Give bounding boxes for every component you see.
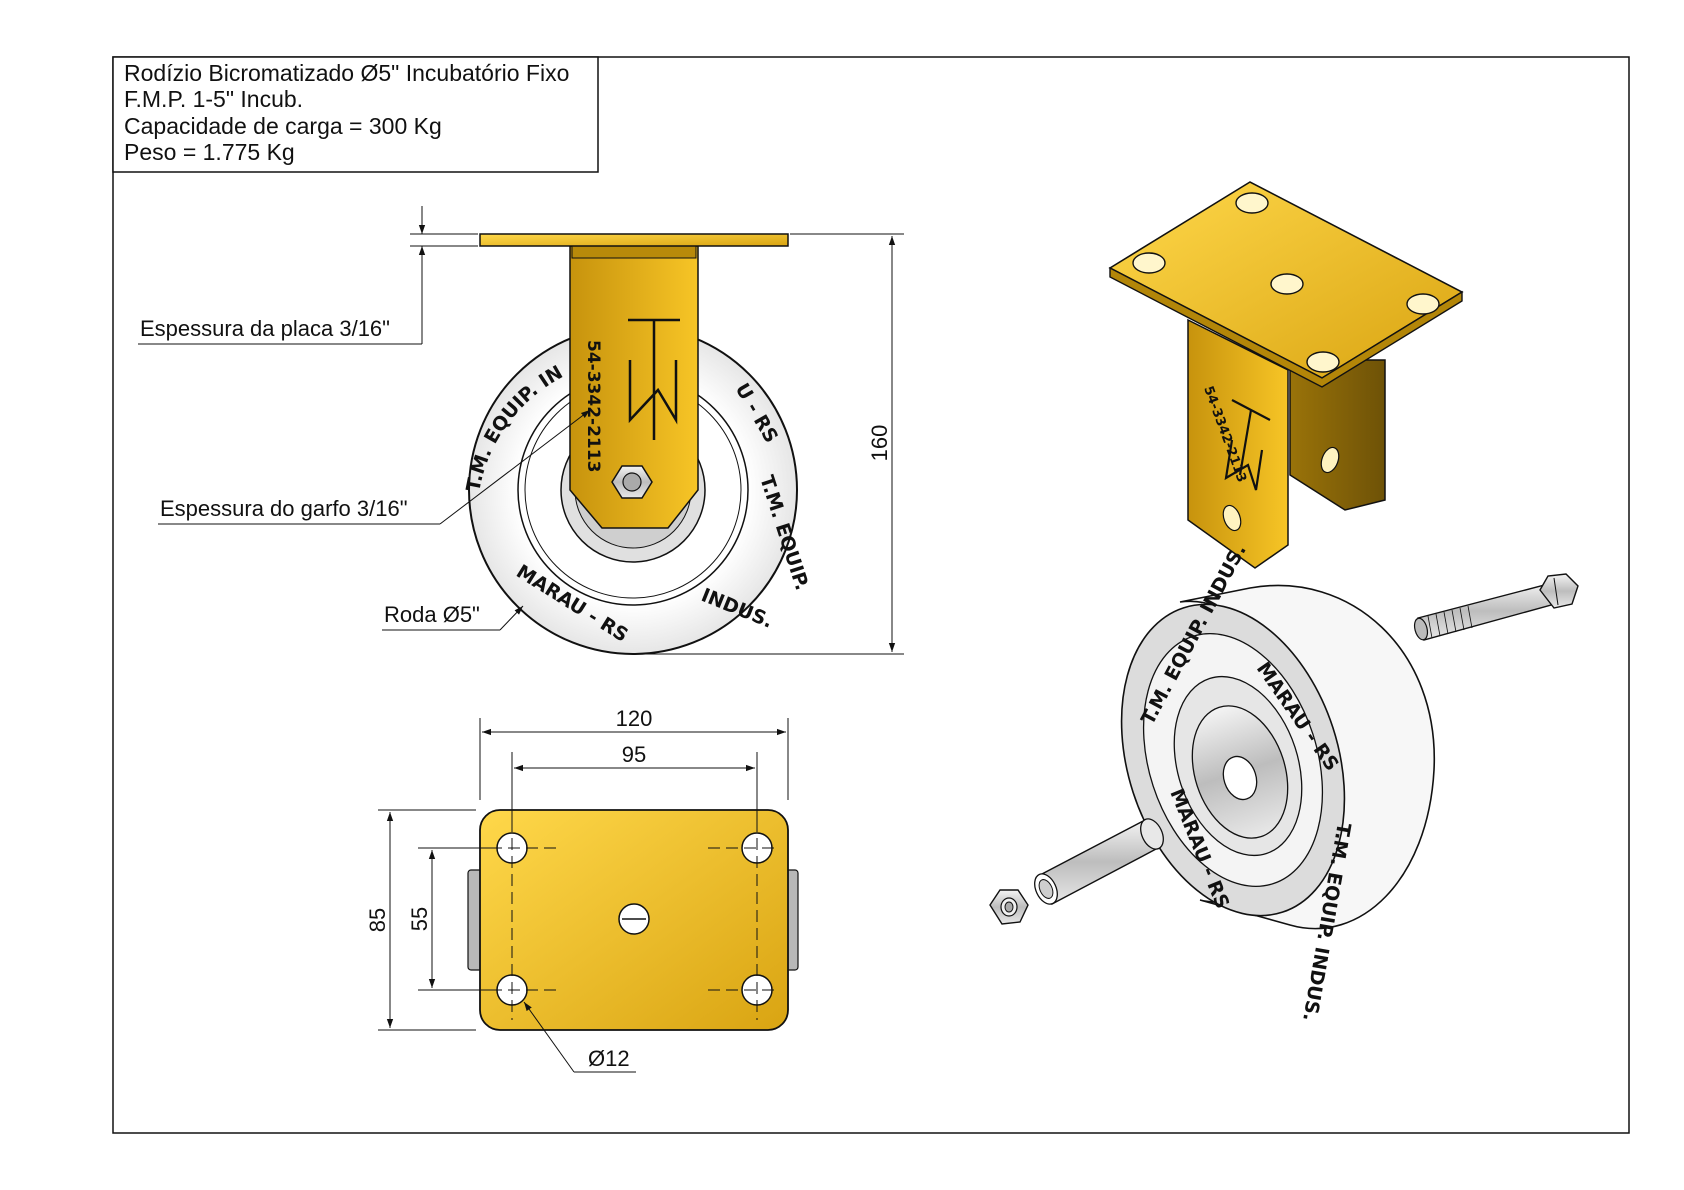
fork-thickness-callout: Espessura do garfo 3/16" (158, 409, 591, 525)
hole-spacing-x-dimension: 95 (511, 742, 758, 830)
hole-spacing-y-dimension: 55 (407, 847, 496, 991)
title-line-1: Rodízio Bicromatizado Ø5" Incubatório Fi… (124, 60, 569, 86)
drawing-border (112, 56, 1630, 1134)
height-dimension-value: 160 (867, 425, 892, 462)
top-view (467, 809, 799, 1031)
hole-centerlines (490, 820, 780, 1020)
fork-phone-number: 54-3342-2113 (583, 340, 603, 472)
wheel-label: Roda Ø5" (384, 602, 480, 627)
wheel-callout: Roda Ø5" (382, 602, 524, 631)
hole-diameter-callout: Ø12 (523, 1001, 636, 1073)
fork-thickness-label: Espessura do garfo 3/16" (160, 496, 408, 521)
plate-width-value: 120 (616, 706, 653, 731)
plate-thickness-label: Espessura da placa 3/16" (140, 316, 390, 341)
height-dimension: 160 (640, 233, 904, 655)
plate-depth-dimension: 85 (365, 809, 476, 1031)
title-line-2: F.M.P. 1-5" Incub. (124, 86, 303, 112)
plate-depth-value: 85 (365, 908, 390, 932)
title-block: Rodízio Bicromatizado Ø5" Incubatório Fi… (112, 56, 599, 173)
iso-nut (989, 889, 1029, 925)
mounting-plate-side (479, 233, 789, 247)
hole-spacing-y-value: 55 (407, 907, 432, 931)
tm-logo (628, 318, 680, 440)
hole-diameter-value: Ø12 (588, 1046, 630, 1071)
iso-plate-fork: 54-3342-2113 (1108, 181, 1464, 569)
title-line-3: Capacidade de carga = 300 Kg (124, 113, 442, 139)
iso-wheel-exploded: T.M. EQUIP. INDUS. MARAU - RS MARAU - RS… (989, 541, 1579, 1023)
title-line-4: Peso = 1.775 Kg (124, 139, 295, 165)
front-view: T.M. EQUIP. IN U - RS T.M. EQUIP. INDUS.… (462, 233, 813, 655)
iso-tm-logo (1224, 399, 1271, 491)
plate-width-dimension: 120 (479, 706, 789, 800)
iso-bolt (1413, 573, 1579, 641)
center-hole (618, 903, 650, 935)
plate-thickness-callout: Espessura da placa 3/16" (138, 206, 478, 345)
hole-spacing-x-value: 95 (622, 742, 646, 767)
iso-spacer-tube (1034, 818, 1164, 905)
